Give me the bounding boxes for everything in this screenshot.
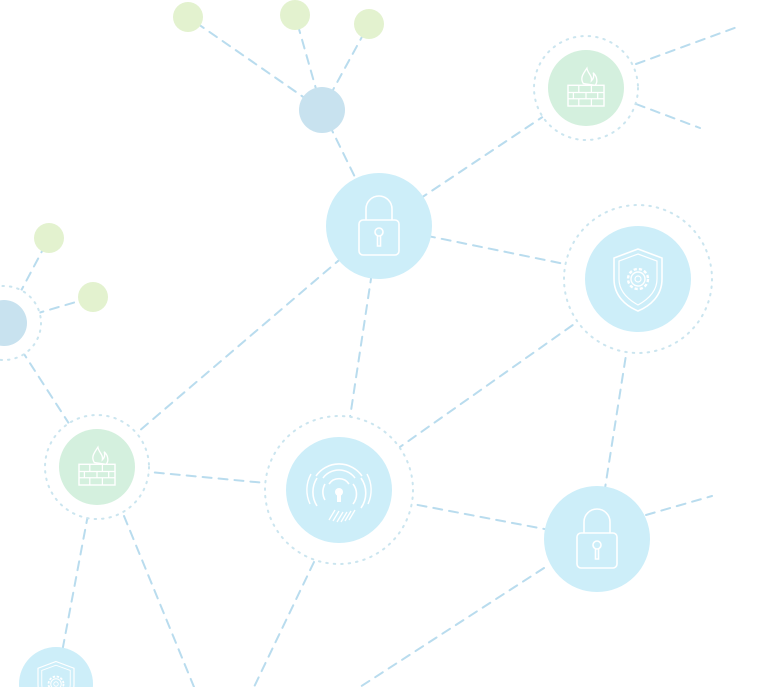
node-lock-bottom-right <box>544 486 650 592</box>
edge-lock-top-to-fingerprint-center <box>338 225 380 491</box>
leaf-node-circle <box>78 282 108 312</box>
leaf-node-circle <box>173 2 203 32</box>
edge-offscreen <box>635 103 701 129</box>
node-hub-left <box>0 300 27 346</box>
edge-hub-top-to-leaf-1 <box>187 16 323 111</box>
leaf-node-circle <box>34 223 64 253</box>
edge-lock-top-to-shield-right <box>378 225 639 280</box>
edge-offscreen <box>359 567 545 687</box>
hub-node-circle <box>299 87 345 133</box>
edge-shield-right-to-lock-bottom-right <box>596 278 639 540</box>
security-node-circle <box>585 226 691 332</box>
security-node-circle <box>544 486 650 592</box>
leaf-node-circle <box>280 0 310 30</box>
edge-offscreen <box>253 561 315 687</box>
edge-offscreen <box>645 495 713 516</box>
halo-firewall-left <box>44 414 150 520</box>
node-shield-right <box>585 226 691 332</box>
node-shield-bottom-left <box>19 647 93 687</box>
node-fingerprint-center <box>286 437 392 543</box>
edge-offscreen <box>635 25 741 65</box>
node-leaf-1 <box>173 2 203 32</box>
node-leaf-2 <box>280 0 310 30</box>
edge-hub-left-to-firewall-left <box>3 322 98 468</box>
edge-fingerprint-center-to-lock-bottom-right <box>338 489 598 540</box>
halo-shield-right <box>563 204 713 354</box>
node-leaf-4 <box>34 223 64 253</box>
halo-firewall-top-right <box>533 35 639 141</box>
node-leaf-3 <box>354 9 384 39</box>
halo-hub-left <box>0 285 42 361</box>
leaf-node-circle <box>354 9 384 39</box>
node-leaf-5 <box>78 282 108 312</box>
security-node-circle <box>19 647 93 687</box>
firewall-node-circle <box>59 429 135 505</box>
node-hub-top <box>299 87 345 133</box>
security-node-circle <box>326 173 432 279</box>
offscreen-edge-layer <box>123 25 741 687</box>
node-layer <box>0 0 691 687</box>
firewall-node-circle <box>548 50 624 126</box>
hub-node-circle <box>0 300 27 346</box>
node-firewall-top-right <box>548 50 624 126</box>
node-lock-top <box>326 173 432 279</box>
halo-fingerprint-center <box>264 415 414 565</box>
edge-offscreen <box>123 515 195 687</box>
node-firewall-left <box>59 429 135 505</box>
edge-lock-top-to-firewall-left <box>96 225 380 468</box>
